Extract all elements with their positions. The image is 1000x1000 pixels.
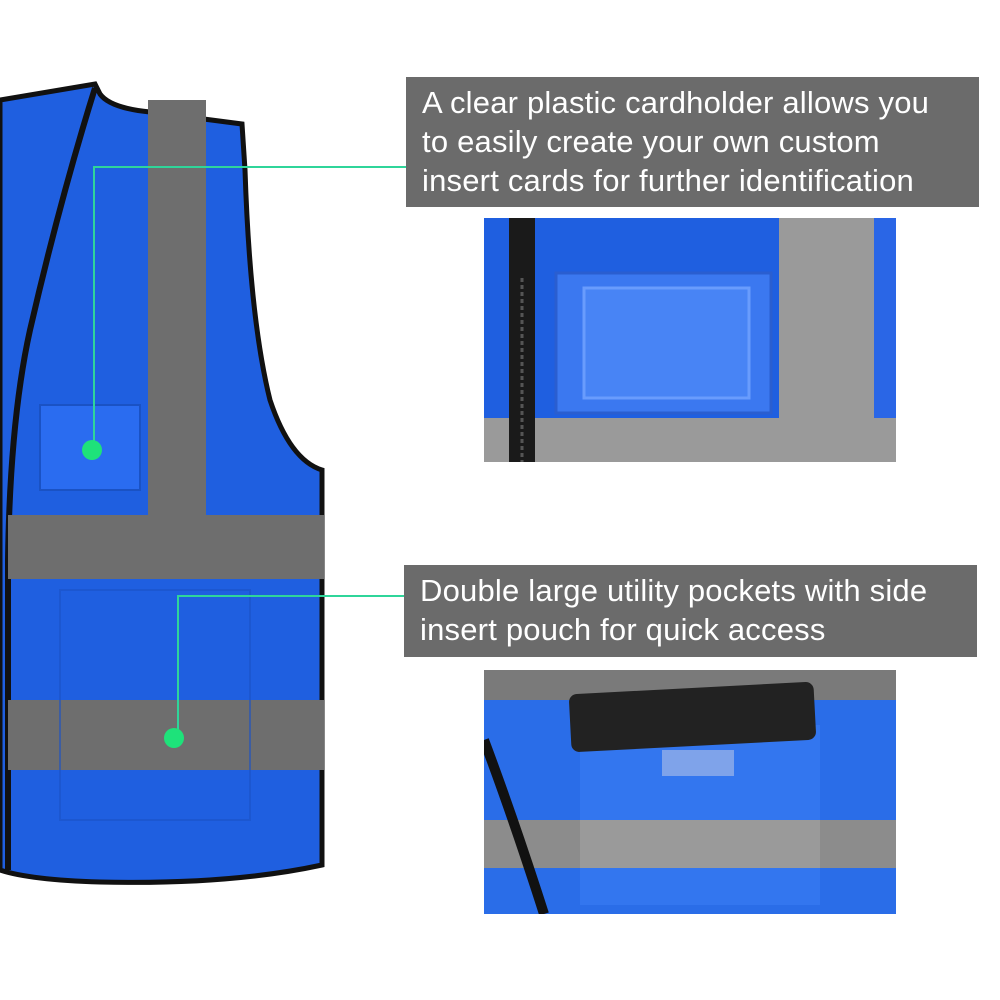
detail-pocket-stripe: [580, 820, 820, 868]
detail-phone-in-pocket: [569, 682, 816, 752]
pockets-caption: Double large utility pockets with side i…: [404, 565, 977, 657]
detail-side-fabric: [874, 218, 896, 418]
vertical-reflective-stripe: [148, 100, 206, 520]
vest-main-image: [0, 81, 325, 885]
pocket-detail-image: [484, 670, 896, 914]
cardholder-detail-image: [484, 218, 896, 462]
detail-pocket-zipper: [484, 738, 549, 914]
detail-clear-window: [582, 286, 751, 400]
horizontal-reflective-stripe-lower: [8, 700, 324, 770]
chest-card-pocket: [39, 404, 141, 491]
detail-vertical-stripe: [779, 218, 879, 418]
horizontal-reflective-stripe-upper: [8, 515, 324, 579]
detail-pocket-label: [662, 750, 734, 776]
detail-horizontal-stripe: [484, 418, 896, 462]
vest-zipper-edge: [5, 87, 98, 870]
cardholder-caption: A clear plastic cardholder allows you to…: [406, 77, 979, 207]
